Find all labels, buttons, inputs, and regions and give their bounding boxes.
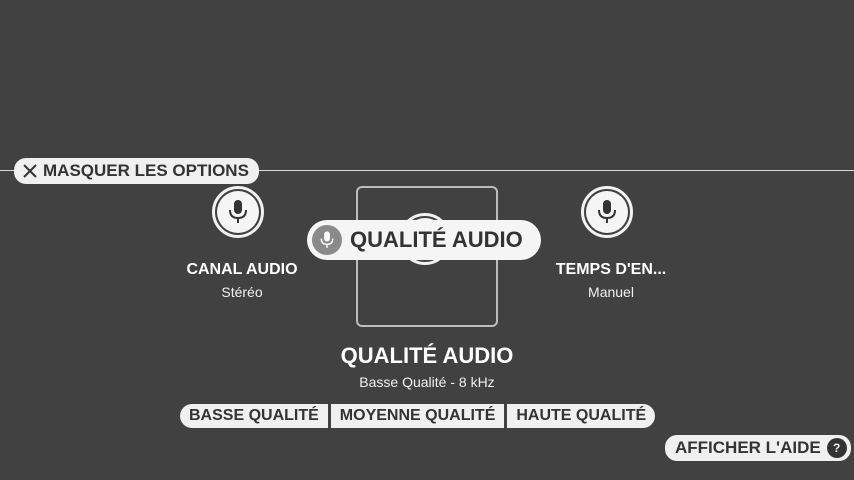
microphone-icon	[229, 200, 247, 223]
help-icon: ?	[826, 438, 847, 458]
focused-option-tooltip: QUALITÉ AUDIO	[307, 220, 541, 260]
audio-channel-option[interactable]	[212, 186, 264, 238]
hide-options-label: MASQUER LES OPTIONS	[43, 161, 249, 180]
recording-time-value: Manuel	[588, 284, 634, 300]
choice-medium-quality[interactable]: MOYENNE QUALITÉ	[330, 404, 505, 428]
microphone-icon	[312, 225, 342, 255]
show-help-label: AFFICHER L'AIDE	[675, 438, 821, 457]
microphone-icon	[598, 200, 616, 223]
selected-option-title: QUALITÉ AUDIO	[340, 343, 514, 368]
quality-choices: BASSE QUALITÉ MOYENNE QUALITÉ HAUTE QUAL…	[180, 404, 656, 428]
audio-channel-label: CANAL AUDIO	[186, 261, 298, 278]
tooltip-label: QUALITÉ AUDIO	[350, 227, 523, 252]
choice-high-quality[interactable]: HAUTE QUALITÉ	[507, 404, 656, 428]
recording-time-option[interactable]	[581, 186, 633, 238]
selected-option-subtitle: Basse Qualité - 8 kHz	[359, 374, 495, 390]
choice-low-quality[interactable]: BASSE QUALITÉ	[180, 404, 328, 428]
recording-time-label: TEMPS D'EN...	[555, 261, 667, 278]
options-divider	[0, 170, 854, 171]
audio-channel-value: Stéréo	[221, 284, 263, 300]
close-icon	[23, 164, 37, 178]
hide-options-button[interactable]: MASQUER LES OPTIONS	[14, 158, 259, 184]
show-help-button[interactable]: AFFICHER L'AIDE ?	[665, 435, 851, 461]
